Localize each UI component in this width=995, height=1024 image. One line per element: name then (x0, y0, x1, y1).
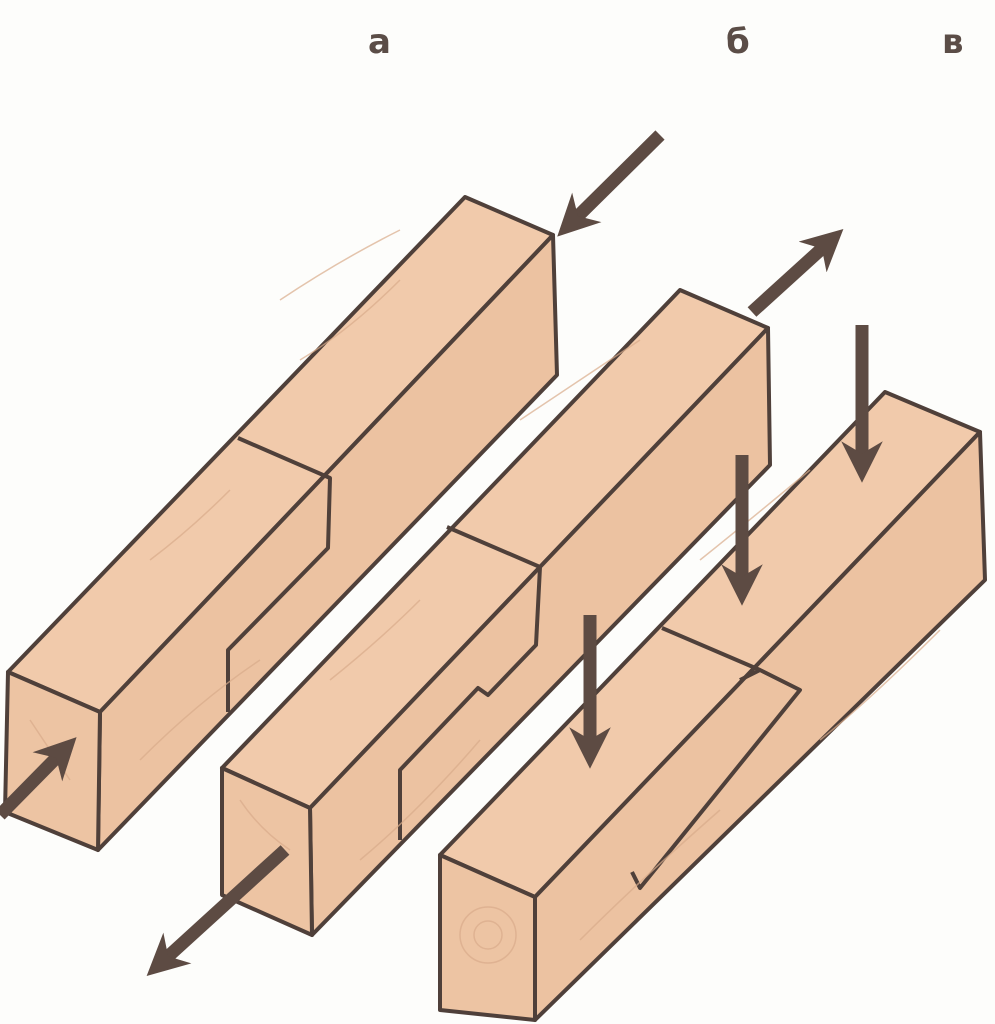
force-arrows (0, 130, 883, 977)
label-b: б (726, 22, 750, 62)
beam-b (220, 288, 772, 937)
arrow-b-top-icon (747, 229, 844, 317)
label-a: а (368, 22, 391, 62)
arrow-a-bottom-icon (0, 737, 77, 820)
beam-a (3, 195, 559, 852)
arrow-a-top-icon (557, 130, 665, 237)
arrow-b-bottom-icon (146, 845, 290, 977)
label-v: в (942, 22, 964, 62)
